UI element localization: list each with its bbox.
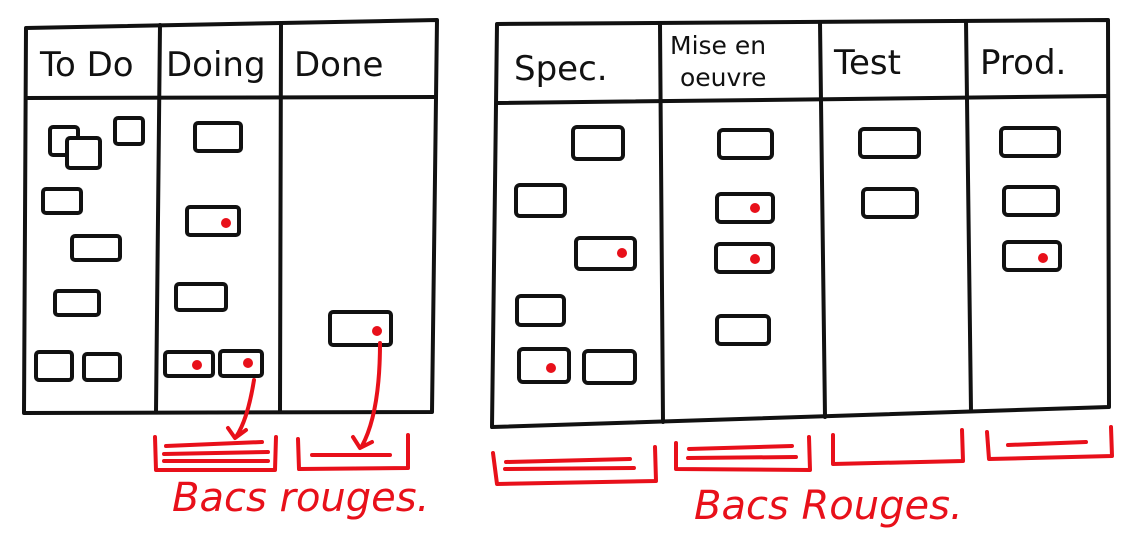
red-bin-done — [296, 433, 410, 471]
red-dot-marker — [750, 203, 760, 213]
board-2-col-divider-1 — [658, 22, 665, 424]
board-1-col-divider-1 — [154, 23, 162, 414]
caption-bacs-rouges-2: Bacs Rouges. — [694, 483, 963, 529]
red-dot-marker — [1038, 253, 1048, 263]
card — [858, 127, 921, 159]
board-2-col-divider-3 — [964, 19, 973, 413]
card — [41, 187, 83, 215]
red-bin-prod — [985, 425, 1114, 461]
red-bin-test — [831, 428, 965, 466]
column-header-mise-en: Mise en — [670, 31, 766, 60]
card — [174, 282, 228, 312]
card — [163, 350, 215, 378]
card — [34, 350, 74, 382]
red-dot-marker — [617, 248, 627, 258]
card — [193, 121, 243, 153]
red-dot-marker — [192, 360, 202, 370]
red-dot-marker — [750, 254, 760, 264]
red-bin-spec — [491, 445, 658, 486]
red-bin-item — [164, 440, 264, 448]
board-1-frame — [22, 18, 439, 415]
board-1-col-divider-2 — [278, 21, 283, 414]
red-dot-marker — [221, 218, 231, 228]
red-bin-mise-en-oeuvre — [674, 435, 812, 472]
card — [70, 234, 122, 262]
red-bin-item — [504, 457, 632, 464]
card — [999, 126, 1061, 158]
card — [218, 349, 264, 378]
card — [574, 236, 637, 271]
red-dot-marker — [546, 363, 556, 373]
card — [65, 136, 102, 170]
card — [1002, 240, 1062, 272]
card — [113, 116, 145, 146]
column-header-todo: To Do — [39, 45, 134, 85]
card — [517, 347, 571, 384]
card — [582, 349, 637, 385]
red-bin-item — [686, 455, 798, 460]
red-dot-marker — [372, 326, 382, 336]
card — [328, 310, 393, 347]
arrow-to-bin — [360, 341, 382, 448]
column-header-doing: Doing — [166, 45, 266, 85]
caption-bacs-rouges-1: Bacs rouges. — [172, 475, 429, 521]
card — [515, 294, 566, 327]
arrow-head — [226, 426, 248, 440]
card — [714, 242, 775, 274]
arrow-head — [351, 435, 374, 450]
board-2-frame — [490, 18, 1111, 429]
card — [717, 128, 774, 160]
card — [861, 187, 919, 219]
board-2 — [490, 18, 1111, 429]
red-bin-item — [162, 450, 270, 456]
card — [715, 314, 771, 346]
board-1-header-line — [24, 95, 437, 100]
red-bin-item — [1006, 440, 1088, 447]
card — [1002, 185, 1060, 217]
card — [53, 289, 101, 317]
board-1 — [22, 18, 439, 415]
red-dot-marker — [243, 358, 253, 368]
card — [82, 352, 122, 382]
card — [715, 192, 775, 224]
column-header-oeuvre: oeuvre — [680, 63, 766, 92]
card — [514, 183, 567, 218]
board-2-col-divider-2 — [818, 20, 827, 419]
red-bin-doing — [153, 435, 278, 472]
red-bin-item — [687, 444, 794, 451]
board-2-header-line — [495, 94, 1110, 105]
column-header-spec: Spec. — [514, 49, 608, 89]
column-header-prod: Prod. — [980, 43, 1066, 83]
card — [185, 205, 241, 237]
red-bin-item — [503, 466, 636, 471]
column-header-test: Test — [833, 43, 901, 83]
card — [571, 125, 625, 161]
column-header-done: Done — [294, 45, 383, 85]
